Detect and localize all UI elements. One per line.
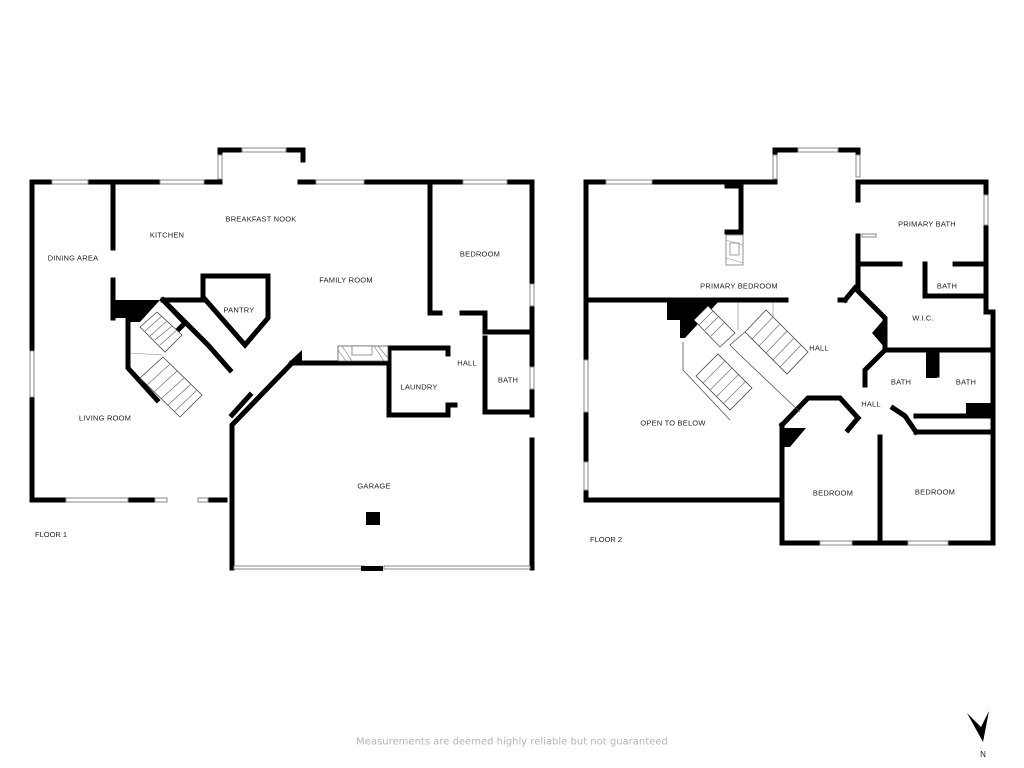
room-label-open-to-below: OPEN TO BELOW: [640, 418, 706, 428]
room-label-hall: HALL: [457, 358, 477, 368]
room-label-bath-wic: BATH: [936, 281, 958, 291]
room-label-bath: BATH: [497, 375, 519, 385]
room-label-bedroom: BEDROOM: [459, 249, 501, 259]
room-label-wic: W.I.C.: [912, 313, 934, 323]
room-label-bath-left: BATH: [890, 377, 912, 387]
room-label-bath-right: BATH: [955, 377, 977, 387]
room-label-breakfast-nook: BREAKFAST NOOK: [225, 214, 297, 224]
room-label-living-room: LIVING ROOM: [78, 413, 132, 423]
room-label-pantry: PANTRY: [223, 305, 255, 315]
floor-1-label: FLOOR 1: [35, 530, 68, 539]
north-arrow-icon: [967, 711, 989, 742]
room-label-hall-upper: HALL: [809, 343, 829, 353]
floor-1-stairs-icon: [129, 311, 203, 418]
floor-1-windows: [29, 147, 535, 570]
room-label-primary-bath: PRIMARY BATH: [898, 219, 956, 229]
room-label-hall-lower: HALL: [861, 399, 881, 409]
room-label-primary-bedroom: PRIMARY BEDROOM: [700, 281, 778, 291]
floor-2-stairs-icon: [682, 303, 809, 421]
floor-1-solids: [113, 300, 383, 571]
floor-2-label: FLOOR 2: [590, 535, 623, 544]
room-label-bedroom-left: BEDROOM: [812, 488, 854, 498]
room-label-family-room: FAMILY ROOM: [319, 275, 373, 285]
floor-2-windows: [583, 147, 989, 546]
room-label-laundry: LAUNDRY: [400, 382, 438, 392]
floor-2-fireplace-icon: [725, 234, 744, 266]
floor-1-walls: [29, 147, 535, 571]
room-label-dining-area: DINING AREA: [47, 253, 99, 263]
disclaimer-text: Measurements are deemed highly reliable …: [356, 736, 668, 748]
room-label-garage: GARAGE: [357, 481, 391, 491]
room-label-kitchen: KITCHEN: [149, 230, 185, 240]
room-label-bedroom-right: BEDROOM: [914, 487, 956, 497]
fireplace-icon: [337, 345, 389, 362]
north-label: N: [980, 750, 986, 759]
